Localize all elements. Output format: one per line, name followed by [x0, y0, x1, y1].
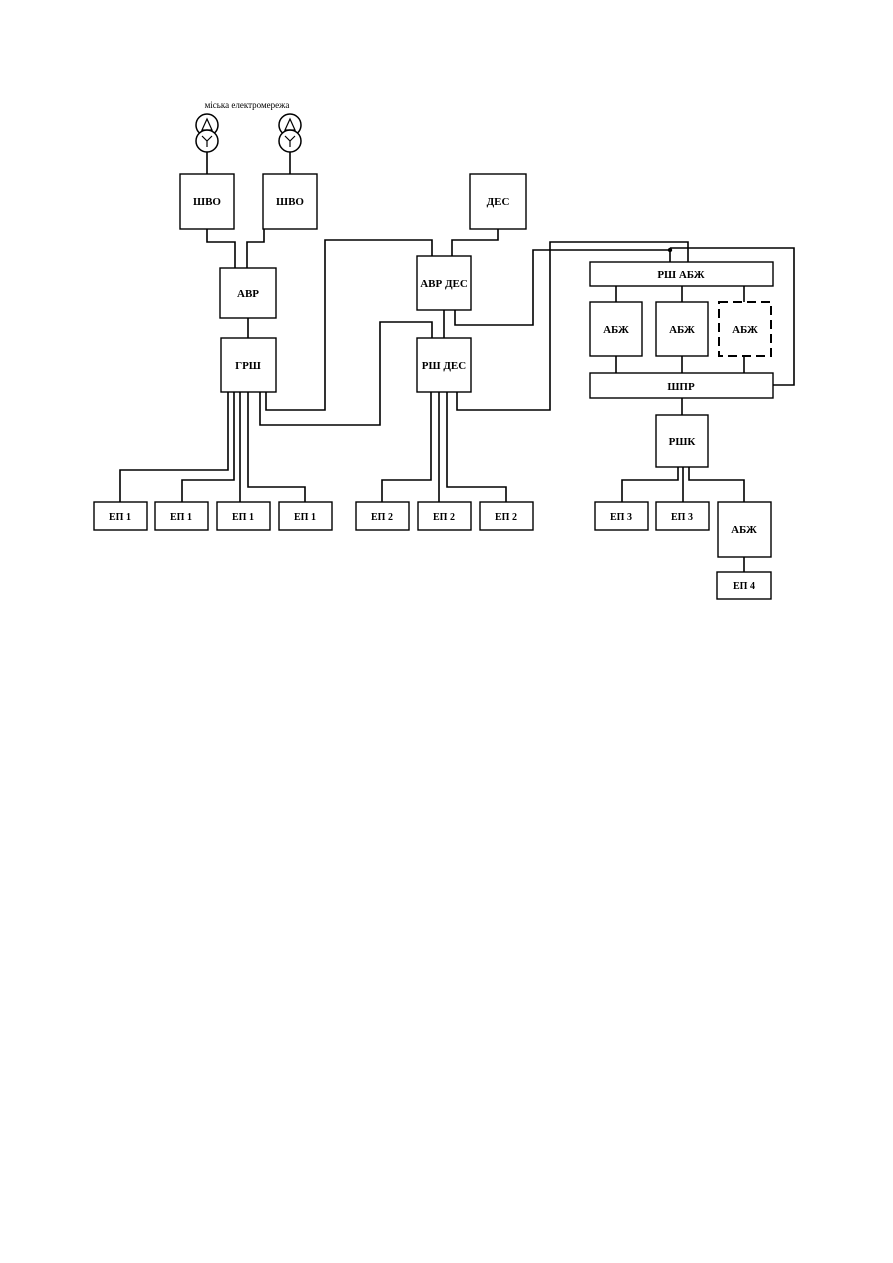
- abzh-box-2: АБЖ: [655, 301, 709, 357]
- shpr-box: ШПР: [589, 372, 774, 399]
- grsh-box: ГРШ: [220, 337, 277, 393]
- svg-text:ЕП 4: ЕП 4: [733, 581, 755, 592]
- svg-text:АБЖ: АБЖ: [669, 324, 695, 336]
- rsh-abzh-box: РШ АБЖ: [589, 261, 774, 287]
- ep1-box-3: ЕП 1: [216, 501, 271, 531]
- svg-text:ЕП 2: ЕП 2: [433, 512, 455, 523]
- ep1-box-4: ЕП 1: [278, 501, 333, 531]
- svg-text:ШВО: ШВО: [193, 196, 221, 208]
- svg-text:АВР: АВР: [237, 288, 259, 300]
- shvo-box-2: ШВО: [262, 173, 318, 230]
- svg-text:ЕП 3: ЕП 3: [610, 512, 632, 523]
- svg-text:РШ ДЕС: РШ ДЕС: [422, 360, 466, 372]
- rsh-des-box: РШ ДЕС: [416, 337, 472, 393]
- svg-text:РШК: РШК: [669, 436, 696, 448]
- abzh-box-1: АБЖ: [589, 301, 643, 357]
- svg-text:АВР ДЕС: АВР ДЕС: [420, 278, 468, 290]
- svg-text:ЕП 1: ЕП 1: [170, 512, 192, 523]
- ep2-box-3: ЕП 2: [479, 501, 534, 531]
- svg-text:ШПР: ШПР: [667, 381, 695, 393]
- junction-dot: [667, 247, 673, 253]
- avr-box: АВР: [219, 267, 277, 319]
- ep1-box-1: ЕП 1: [93, 501, 148, 531]
- svg-text:РШ АБЖ: РШ АБЖ: [657, 269, 704, 281]
- ep2-box-1: ЕП 2: [355, 501, 410, 531]
- ep1-box-2: ЕП 1: [154, 501, 209, 531]
- avr-des-box: АВР ДЕС: [416, 255, 472, 311]
- svg-text:ЕП 2: ЕП 2: [371, 512, 393, 523]
- svg-text:АБЖ: АБЖ: [603, 324, 629, 336]
- svg-text:ЕП 1: ЕП 1: [109, 512, 131, 523]
- svg-text:ШВО: ШВО: [276, 196, 304, 208]
- abzh-box-3-reserve: АБЖ: [718, 301, 772, 357]
- diagram-title: міська електромережа: [205, 100, 290, 110]
- svg-text:ЕП 2: ЕП 2: [495, 512, 517, 523]
- svg-text:ДЕС: ДЕС: [487, 196, 510, 208]
- shvo-box-1: ШВО: [179, 173, 235, 230]
- svg-text:ЕП 1: ЕП 1: [294, 512, 316, 523]
- abzh-box-4: АБЖ: [717, 501, 772, 558]
- svg-text:ЕП 1: ЕП 1: [232, 512, 254, 523]
- ep2-box-2: ЕП 2: [417, 501, 472, 531]
- svg-text:АБЖ: АБЖ: [731, 524, 757, 536]
- svg-text:ГРШ: ГРШ: [235, 360, 261, 372]
- svg-text:ЕП 3: ЕП 3: [671, 512, 693, 523]
- transformer-1-icon: [195, 113, 219, 153]
- ep3-box-1: ЕП 3: [594, 501, 649, 531]
- transformer-2-icon: [278, 113, 302, 153]
- des-box: ДЕС: [469, 173, 527, 230]
- ep3-box-2: ЕП 3: [655, 501, 710, 531]
- ep4-box: ЕП 4: [716, 571, 772, 600]
- svg-text:АБЖ: АБЖ: [732, 324, 758, 336]
- rshk-box: РШК: [655, 414, 709, 468]
